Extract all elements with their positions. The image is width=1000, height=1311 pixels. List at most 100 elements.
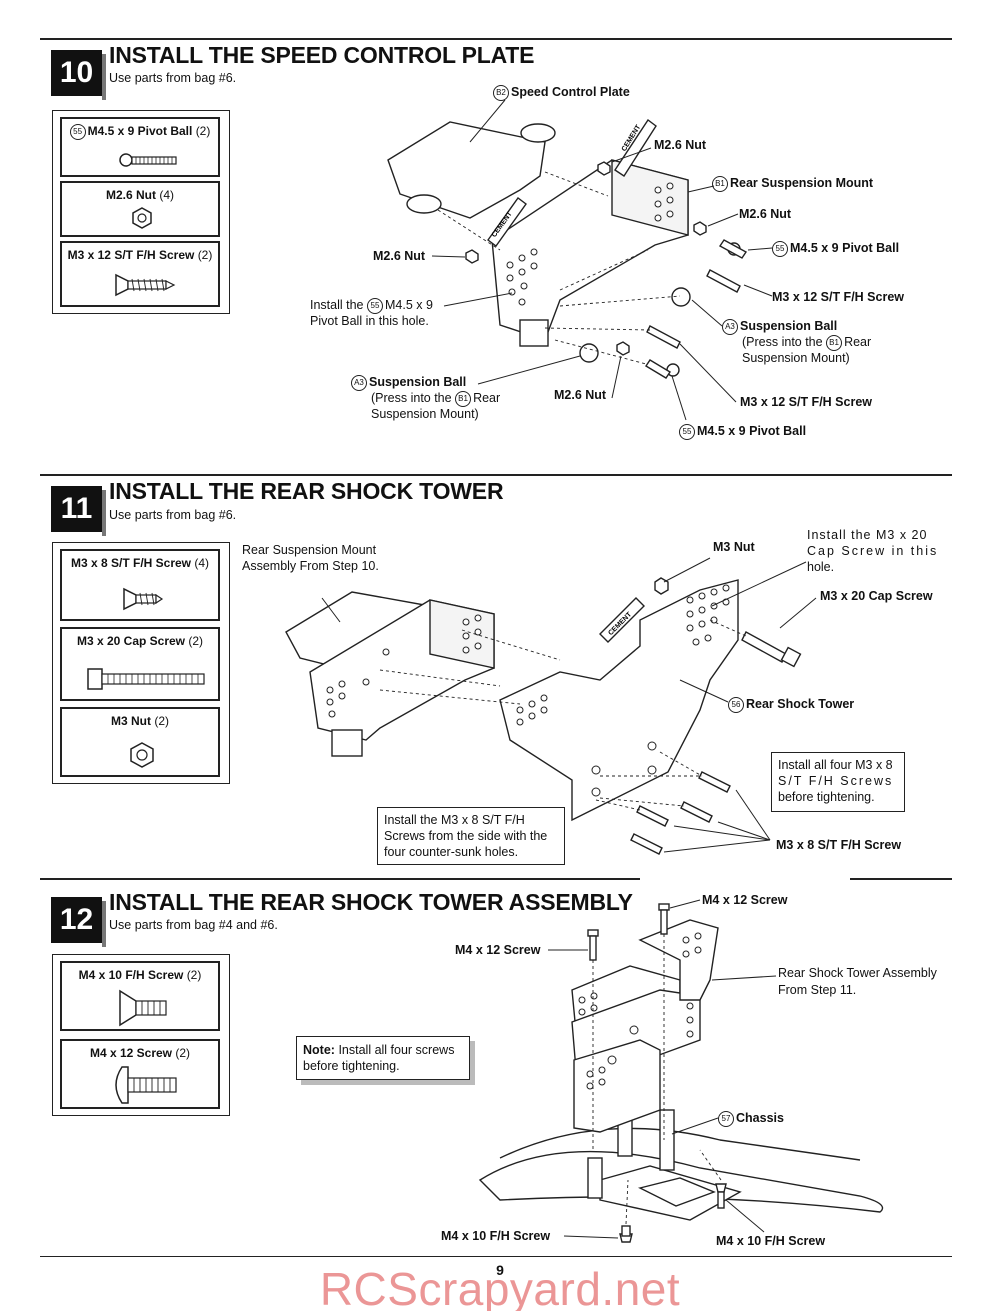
label-m4-10-right: M4 x 10 F/H Screw [716, 1234, 826, 1248]
step-11-exploded-diagram: CEMENT [285, 557, 817, 855]
cap-screw-icon [87, 668, 205, 690]
part-badge: 55 [69, 124, 86, 140]
step-10-subtitle: Use parts from bag #6. [109, 71, 237, 85]
label-rear-mount-assembly-2: Assembly From Step 10. [242, 559, 379, 573]
rear-shock-tower-part [499, 579, 739, 822]
part-label: M3 x 12 S/T F/H Screw [67, 248, 195, 262]
label-m3-screw-bottom: M3 x 12 S/T F/H Screw [740, 395, 872, 409]
note-line: Note: Install all four screws [303, 1043, 455, 1057]
part-m3-12-screw: M3 x 12 S/T F/H Screw (2) [60, 241, 220, 307]
part-qty: (2) [197, 248, 213, 262]
label-m4-12-left: M4 x 12 Screw [455, 943, 541, 957]
step-10-title: INSTALL THE SPEED CONTROL PLATE [109, 42, 535, 68]
part-m26-nut: M2.6 Nut (4) [60, 181, 220, 237]
part-badge: B1 [712, 175, 728, 192]
part-m4-10-screw: M4 x 10 F/H Screw (2) [60, 961, 220, 1031]
hex-nut-icon [130, 742, 154, 768]
note-line: Screws from the side with the [384, 829, 548, 843]
step-11-subtitle: Use parts from bag #6. [109, 508, 237, 522]
note-install-four-screws: Note: Install all four screws before tig… [296, 1036, 470, 1080]
label-install-cap: Install the M3 x 20 [807, 528, 928, 542]
part-label: M3 x 8 S/T F/H Screw [70, 556, 192, 570]
note-line: Install all four M3 x 8 [778, 758, 893, 772]
part-badge: B1 [826, 334, 843, 351]
label-m4-12-top: M4 x 12 Screw [702, 893, 788, 907]
note-line: S/T F/H Screws [778, 774, 894, 788]
note-side-holes: Install the M3 x 8 S/T F/H Screws from t… [377, 807, 565, 865]
part-label: M4.5 x 9 Pivot Ball [87, 124, 193, 139]
part-badge: A3 [351, 374, 367, 391]
step-10-number: 10 [51, 50, 106, 100]
part-badge: B2 [493, 84, 509, 101]
label-install-pivot-hole-2: Pivot Ball in this hole. [310, 314, 429, 328]
label-m26-nut-left: M2.6 Nut [373, 249, 426, 263]
note-install-all-four: Install all four M3 x 8 S/T F/H Screws b… [771, 752, 905, 812]
step-12-parts-box: M4 x 10 F/H Screw (2) M4 x 12 Screw (2) [52, 954, 230, 1116]
step-10-exploded-diagram: CEMENT CEMENT [387, 99, 773, 421]
flat-head-screw-icon [123, 587, 164, 611]
step-12-subtitle: Use parts from bag #4 and #6. [109, 918, 278, 932]
part-qty: (2) [195, 124, 211, 139]
label-m4-10-left: M4 x 10 F/H Screw [441, 1229, 551, 1243]
part-qty: (4) [159, 188, 175, 202]
hex-nut-icon [132, 207, 152, 229]
part-qty: (2) [175, 1046, 191, 1060]
part-badge: A3 [722, 318, 738, 335]
part-label: M4 x 10 F/H Screw [78, 968, 184, 982]
part-m3-nut: M3 Nut (2) [60, 707, 220, 777]
part-badge: B1 [455, 390, 472, 407]
step-12-rule [40, 878, 640, 880]
watermark-text: RCScrapyard.net [319, 1263, 681, 1311]
label-install-cap-3: hole. [807, 560, 835, 574]
part-badge: 56 [728, 696, 744, 713]
part-label: M3 Nut [110, 714, 151, 728]
note-line: before tightening. [778, 790, 875, 804]
step-12-rule-right [850, 878, 952, 880]
step-10-rule [40, 38, 952, 40]
part-m3-8-screw: M3 x 8 S/T F/H Screw (4) [60, 549, 220, 621]
flat-head-screw-icon [115, 273, 176, 297]
part-m4-12-screw: M4 x 12 Screw (2) [60, 1039, 220, 1109]
label-m3-8-screw: M3 x 8 S/T F/H Screw [776, 838, 902, 852]
label-m3-nut: M3 Nut [713, 540, 755, 554]
button-head-screw-icon [115, 1066, 177, 1104]
part-label: M3 x 20 Cap Screw [76, 634, 186, 648]
step-11-rule [40, 474, 952, 476]
part-label: M2.6 Nut [105, 188, 156, 202]
step-11-title: INSTALL THE REAR SHOCK TOWER [109, 478, 504, 504]
page-number: 9 [496, 1262, 504, 1278]
part-badge: 55 [679, 423, 695, 440]
step-11-number: 11 [51, 486, 106, 536]
label-tower-assembly-2: From Step 11. [778, 983, 857, 997]
label-m3-screw-right: M3 x 12 S/T F/H Screw [772, 290, 904, 304]
part-m3-20-cap-screw: M3 x 20 Cap Screw (2) [60, 627, 220, 701]
step-12-exploded-diagram [478, 899, 884, 1243]
label-m26-nut-bottom: M2.6 Nut [554, 388, 607, 402]
label-m26-nut-right: M2.6 Nut [739, 207, 792, 221]
label-press-left-2: Suspension Mount) [371, 407, 479, 421]
footer-rule [40, 1256, 952, 1257]
part-badge: 55 [772, 240, 788, 257]
step-11-parts-box: M3 x 8 S/T F/H Screw (4) M3 x 20 Cap Scr… [52, 542, 230, 784]
note-line: Install the M3 x 8 S/T F/H [384, 813, 525, 827]
label-press-right-2: Suspension Mount) [742, 351, 850, 365]
note-line: before tightening. [303, 1059, 400, 1073]
note-line: four counter-sunk holes. [384, 845, 519, 859]
label-tower-assembly: Rear Shock Tower Assembly [778, 966, 937, 980]
part-qty: (2) [188, 634, 204, 648]
part-badge: 55 [367, 297, 383, 314]
step-12-title: INSTALL THE REAR SHOCK TOWER ASSEMBLY [109, 889, 633, 915]
label-rear-mount-assembly: Rear Suspension Mount [242, 543, 377, 557]
part-qty: (2) [154, 714, 169, 728]
